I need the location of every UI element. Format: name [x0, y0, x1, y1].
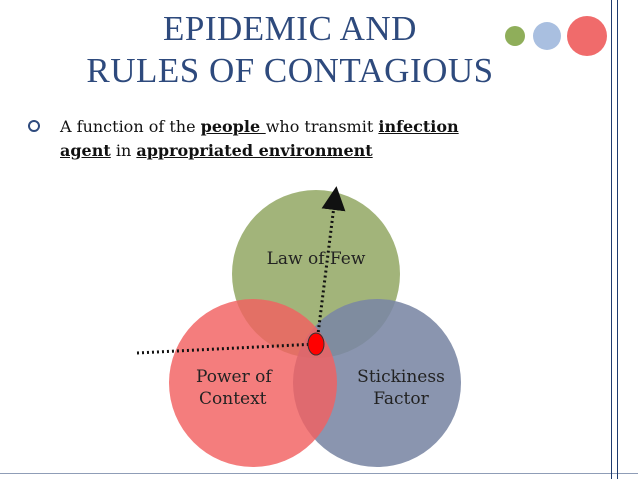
bullet-text-part2: who transmit: [265, 117, 379, 136]
power-of-context-line-2: Context: [199, 389, 267, 409]
title-line-1: EPIDEMIC AND: [163, 9, 417, 48]
dotted-vertical-arrow: [315, 186, 346, 343]
decorative-dots: [505, 16, 615, 56]
stickiness-factor-line-1: Stickiness: [357, 367, 445, 387]
green-dot-icon: [505, 26, 525, 46]
power-of-context-circle: [169, 299, 337, 467]
power-of-context-label: Power of Context: [176, 366, 306, 410]
frame-line-vertical-2: [617, 0, 618, 479]
intersection-marker: [307, 332, 325, 356]
bullet-word-agent: agent: [60, 141, 111, 160]
bullet-text-part1: A function of the: [60, 117, 201, 136]
bullet-word-people: people: [200, 117, 266, 136]
bullet-word-environment: appropriated environment: [136, 141, 373, 160]
bullet-text: A function of the people who transmit in…: [60, 115, 580, 163]
frame-line-vertical-1: [611, 0, 612, 479]
stickiness-factor-label: Stickiness Factor: [336, 366, 466, 410]
title-line-2: RULES OF CONTAGIOUS: [86, 51, 494, 90]
ring-bullet-icon: [26, 117, 42, 141]
slide-title: EPIDEMIC AND RULES OF CONTAGIOUS: [60, 8, 520, 92]
stickiness-factor-line-2: Factor: [373, 389, 429, 409]
blue-dot-icon: [533, 22, 561, 50]
power-of-context-line-1: Power of: [196, 367, 272, 387]
frame-line-horizontal: [0, 473, 638, 474]
law-of-few-label: Law of Few: [266, 249, 366, 269]
stickiness-factor-circle: [293, 299, 461, 467]
red-dot-icon: [567, 16, 607, 56]
bullet-word-infection: infection: [378, 117, 459, 136]
bullet-text-part3: in: [110, 141, 137, 160]
